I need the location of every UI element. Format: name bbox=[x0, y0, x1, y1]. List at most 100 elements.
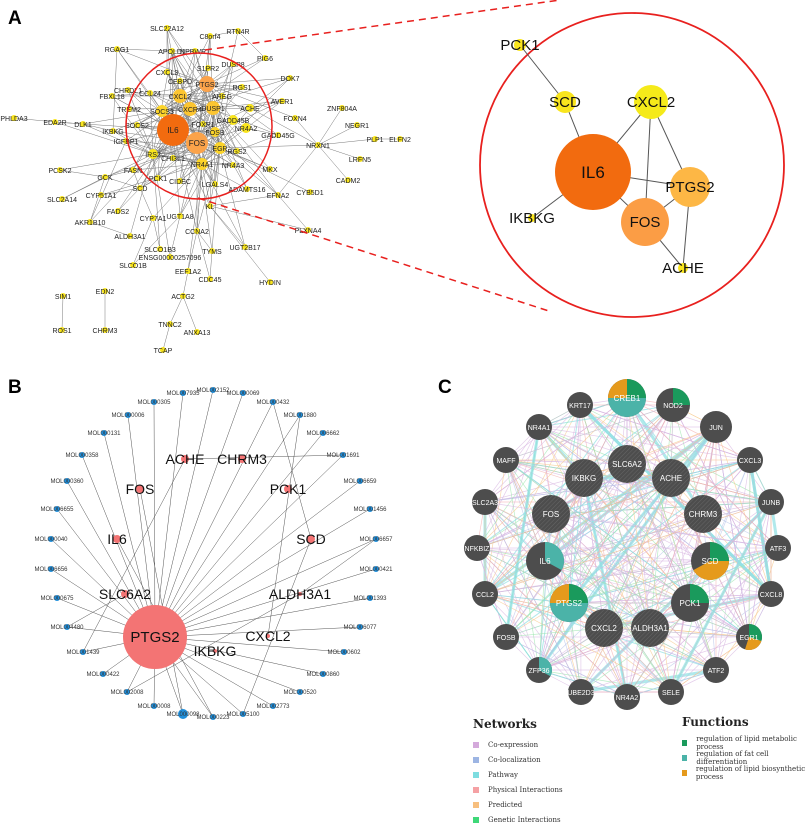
network-edge bbox=[139, 187, 154, 219]
network-edge bbox=[54, 121, 174, 131]
gene-node bbox=[238, 455, 246, 463]
interaction-edge bbox=[505, 459, 691, 604]
interaction-edge bbox=[544, 560, 582, 693]
legend-item: regulation of fat cell differentiation bbox=[682, 750, 809, 766]
gene-node bbox=[98, 192, 104, 198]
interaction-edge bbox=[580, 636, 750, 693]
gene-node bbox=[472, 489, 498, 515]
network-edge bbox=[209, 194, 279, 207]
network-edge bbox=[127, 89, 154, 155]
legend-label: Genetic Interactions bbox=[488, 815, 561, 824]
network-edge bbox=[152, 153, 161, 250]
interaction-edge bbox=[579, 404, 628, 698]
gene-node bbox=[183, 102, 197, 116]
compound-label: MOL006655 bbox=[40, 507, 74, 513]
gene-node bbox=[205, 65, 211, 71]
compound-node bbox=[240, 711, 246, 717]
gene-label: SIM1 bbox=[55, 294, 71, 301]
network-edge bbox=[104, 169, 134, 178]
compound-edge bbox=[154, 392, 184, 638]
network-edge bbox=[249, 107, 319, 146]
compound-label: MOL000421 bbox=[359, 567, 393, 573]
network-edge bbox=[201, 163, 248, 190]
gene-node bbox=[170, 155, 176, 161]
interaction-edge bbox=[484, 397, 628, 503]
gene-node bbox=[354, 122, 360, 128]
compound-label: MOL006662 bbox=[306, 431, 340, 437]
gene-node bbox=[125, 87, 131, 93]
gene-label: PHLDA3 bbox=[0, 116, 27, 123]
gene-node bbox=[169, 48, 175, 54]
gene-label: CHRDL1 bbox=[114, 88, 142, 95]
gene-label: NR4A1 bbox=[528, 425, 551, 432]
network-edge bbox=[116, 48, 163, 112]
compound-node bbox=[64, 478, 70, 484]
gene-node bbox=[246, 104, 254, 112]
gene-node bbox=[150, 215, 156, 221]
network-edge bbox=[111, 95, 154, 155]
network-edge bbox=[152, 153, 234, 166]
gene-node bbox=[700, 411, 732, 443]
interaction-edge bbox=[579, 404, 751, 461]
gene-node bbox=[526, 414, 552, 440]
gene-node bbox=[60, 293, 66, 299]
network-edge bbox=[161, 67, 209, 112]
gene-node bbox=[631, 609, 669, 647]
network-edge bbox=[162, 323, 171, 351]
gene-label: PCSK2 bbox=[49, 168, 72, 175]
gene-label: CCL24 bbox=[139, 91, 161, 98]
interaction-edge bbox=[626, 397, 651, 629]
legend-label: regulation of lipid metabolic process bbox=[696, 734, 797, 751]
network-edge bbox=[209, 205, 246, 248]
interaction-edge bbox=[484, 547, 779, 595]
compound-edge bbox=[154, 454, 344, 638]
gene-label: EGR bbox=[212, 146, 227, 153]
compound-edge bbox=[154, 414, 301, 638]
compound-node bbox=[125, 412, 131, 418]
network-edge bbox=[61, 295, 64, 331]
gene-label: TYMS bbox=[202, 249, 222, 256]
gene-label: NR4A2 bbox=[616, 695, 639, 702]
interaction-edge bbox=[484, 501, 570, 604]
network-edge bbox=[209, 250, 213, 280]
gene-node bbox=[758, 489, 784, 515]
gene-node bbox=[157, 114, 189, 146]
interaction-edge bbox=[568, 560, 711, 604]
network-edge bbox=[212, 107, 238, 152]
compound-node bbox=[210, 714, 216, 720]
network-edge bbox=[89, 140, 127, 223]
network-edge bbox=[166, 71, 198, 144]
interaction-edge bbox=[505, 459, 570, 604]
network-edge bbox=[187, 163, 203, 272]
compound-label: MOL006657 bbox=[359, 537, 393, 543]
compound-label: MOL001691 bbox=[326, 453, 360, 459]
gene-node bbox=[137, 185, 143, 191]
gene-label: ATF3 bbox=[770, 546, 787, 553]
function-slice bbox=[749, 624, 763, 642]
network-edge bbox=[169, 215, 181, 258]
interaction-edge bbox=[580, 668, 717, 694]
gene-node bbox=[130, 167, 136, 173]
interaction-edge bbox=[603, 627, 717, 671]
gene-node bbox=[315, 142, 321, 148]
gene-label: RGAG1 bbox=[105, 47, 130, 54]
gene-label: ACTG2 bbox=[171, 294, 194, 301]
gene-label: IKBKG bbox=[102, 129, 123, 136]
network-edge bbox=[214, 30, 239, 133]
compound-node bbox=[373, 566, 379, 572]
compound-label: MOL000305 bbox=[137, 400, 171, 406]
gene-node bbox=[568, 679, 594, 705]
gene-label: MKX bbox=[262, 167, 278, 174]
gene-label: CYB5D1 bbox=[296, 190, 323, 197]
gene-label: IL6 bbox=[107, 531, 127, 547]
network-edge bbox=[139, 147, 221, 189]
network-edge bbox=[129, 153, 154, 237]
gene-node bbox=[307, 189, 313, 195]
gene-label: CREB1 bbox=[614, 394, 641, 403]
network-edge bbox=[206, 83, 279, 136]
network-edge bbox=[149, 92, 154, 155]
network-edge bbox=[59, 153, 154, 171]
gene-label: TCAP bbox=[154, 348, 173, 355]
